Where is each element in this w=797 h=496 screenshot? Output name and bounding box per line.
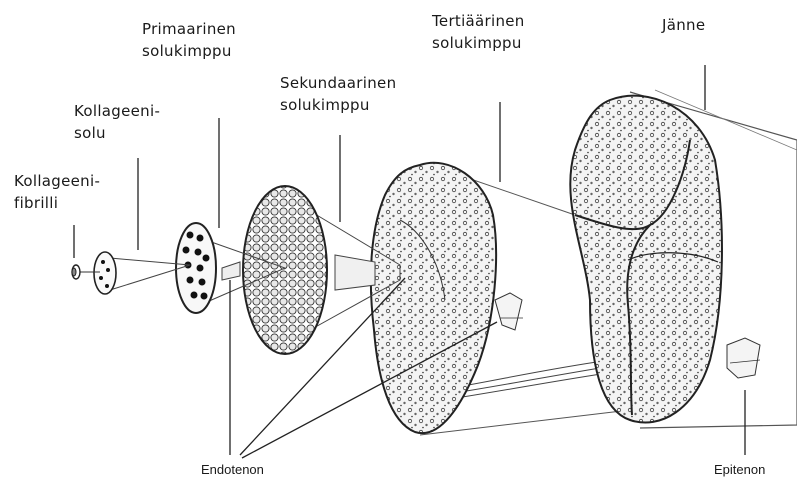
label-sekundaarinen-solukimppu: Sekundaarinen solukimppu (280, 72, 396, 116)
collagen-cell-disk (94, 252, 116, 294)
label-kollageenisolu: Kollageeni- solu (74, 100, 160, 144)
label-primaarinen-line1: Primaarinen (142, 18, 236, 40)
label-endotenon: Endotenon (201, 462, 264, 477)
label-kollageenisolu-line1: Kollageeni- (74, 100, 160, 122)
epitenon-flap (727, 338, 760, 378)
label-kollageenifibrilli-line2: fibrilli (14, 192, 100, 214)
label-sekundaarinen-line1: Sekundaarinen (280, 72, 396, 94)
label-sekundaarinen-line2: solukimppu (280, 94, 396, 116)
label-primaarinen-solukimppu: Primaarinen solukimppu (142, 18, 236, 62)
label-kollageenisolu-line2: solu (74, 122, 160, 144)
label-epitenon: Epitenon (714, 462, 765, 477)
label-janne-text: Jänne (662, 14, 705, 36)
secondary-bundle-disk (243, 186, 327, 354)
label-kollageenifibrilli: Kollageeni- fibrilli (14, 170, 100, 214)
label-tertiaarinen-line2: solukimppu (432, 32, 525, 54)
label-janne: Jänne (662, 14, 705, 36)
label-kollageenifibrilli-line1: Kollageeni- (14, 170, 100, 192)
label-tertiaarinen-solukimppu: Tertiäärinen solukimppu (432, 10, 525, 54)
label-tertiaarinen-line1: Tertiäärinen (432, 10, 525, 32)
tendon-cross-section (570, 96, 722, 423)
label-primaarinen-line2: solukimppu (142, 40, 236, 62)
tertiary-bundle-section (371, 163, 496, 433)
endotenon-flap (495, 293, 523, 330)
